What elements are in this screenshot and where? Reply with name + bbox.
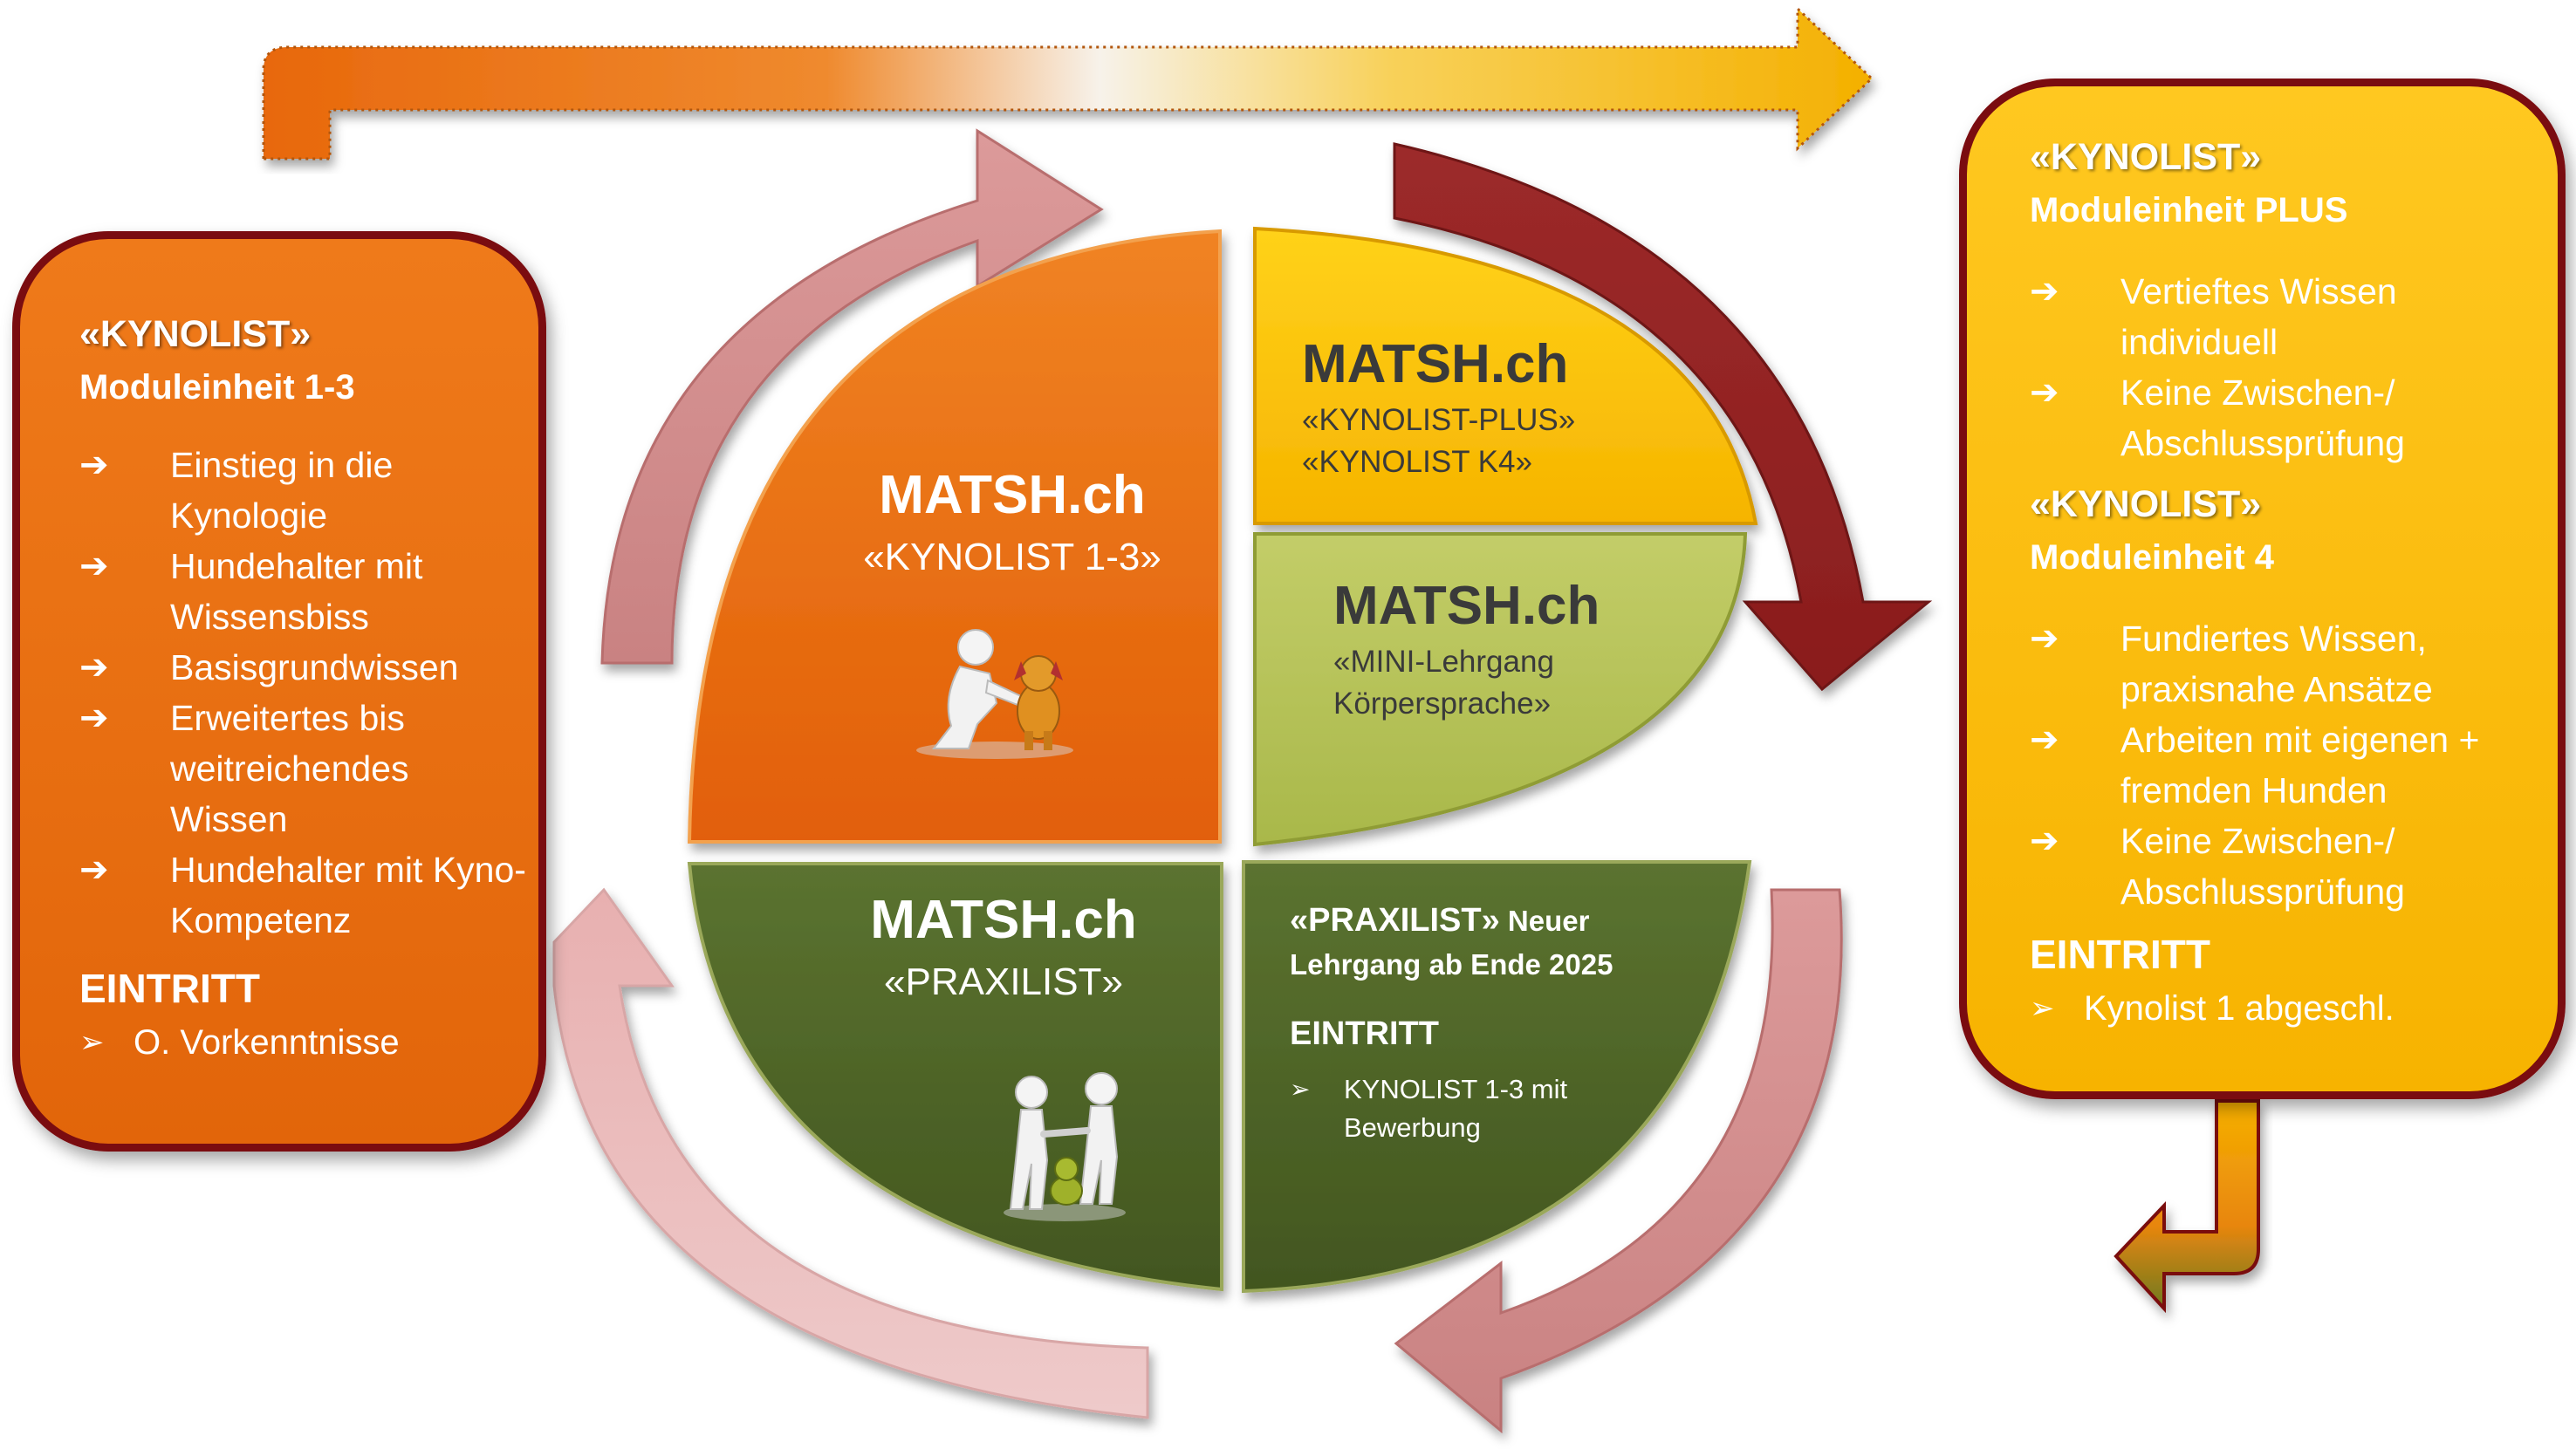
quadrant-line2: Körpersprache»: [1333, 687, 1552, 721]
right-box-eintritt: EINTRITT: [2030, 932, 2210, 977]
left-box-entry: ➢ O. Vorkenntnisse: [79, 1017, 533, 1068]
list-item-text: Fundiertes Wissen, praxisnahe Ansätze: [2120, 619, 2433, 709]
quadrant-line1: «MINI-Lehrgang: [1333, 645, 1554, 679]
praxilist-entry-text: KYNOLIST 1-3 mit Bewerbung: [1344, 1070, 1567, 1147]
list-item: ➔ Hundehalter mit Wissensbiss: [79, 541, 533, 642]
list-item-text: Erweitertes bis weitreichendes Wissen: [170, 698, 409, 839]
top-gradient-arrow: [262, 5, 1874, 161]
quadrant-top-right-yellow: [1253, 226, 1758, 525]
quadrant-top-left-orange: [687, 229, 1222, 844]
list-item-text: Einstieg in die Kynologie: [170, 445, 394, 536]
quadrant-mid-right-text: MATSH.ch «MINI-Lehrgang Körpersprache»: [1333, 571, 1700, 725]
praxilist-entry-line1: KYNOLIST 1-3 mit: [1344, 1074, 1568, 1104]
person-with-dog-icon: [916, 629, 1073, 759]
right-arrow-icon: ➔: [79, 648, 109, 687]
list-item-text: Arbeiten mit eigenen + fremden Hunden: [2120, 720, 2480, 810]
list-item-text: Vertieftes Wissen individuell: [2120, 271, 2397, 362]
list-item-text: Hundehalter mit Kyno-Kompetenz: [170, 850, 526, 940]
arrow-top-right-darkred: [1393, 142, 1933, 692]
arrow-bottom-right-pink: [1394, 888, 1843, 1434]
quadrant-subtitle: «KYNOLIST 1-3»: [863, 536, 1161, 578]
right-box-section1-list: ➔ Vertieftes Wissen individuell ➔ Keine Zw…: [2030, 266, 2553, 468]
quadrant-line2: «KYNOLIST K4»: [1302, 445, 1532, 479]
left-info-box: «KYNOLIST» Moduleinheit 1-3 ➔ Einstieg in…: [12, 231, 546, 1152]
praxilist-entry-line2: Bewerbung: [1344, 1112, 1481, 1143]
quadrant-mid-right-lime: [1253, 532, 1748, 847]
list-item: ➔ Einstieg in die Kynologie: [79, 440, 533, 541]
list-item: ➔ Hundehalter mit Kyno-Kompetenz: [79, 844, 533, 946]
left-box-list: ➔ Einstieg in die Kynologie ➔ Hundehalter …: [79, 440, 533, 946]
people-with-dog-icon: [1004, 1072, 1126, 1221]
arrow-bottom-left-lightpink: [552, 887, 1149, 1419]
quadrant-title: MATSH.ch: [879, 465, 1146, 525]
quadrant-title: MATSH.ch: [1333, 576, 1600, 636]
quadrant-title: MATSH.ch: [870, 890, 1137, 950]
left-box-eintritt: EINTRITT: [79, 966, 260, 1011]
praxilist-entry: ➢ KYNOLIST 1-3 mit Bewerbung: [1290, 1070, 1656, 1147]
list-item-text: Hundehalter mit Wissensbiss: [170, 546, 423, 637]
right-arrow-icon: ➔: [2030, 272, 2059, 311]
list-item: ➔ Keine Zwischen-/ Abschlussprüfung: [2030, 816, 2553, 917]
right-box-section2-subtitle: Moduleinheit 4: [2030, 538, 2274, 577]
quadrant-line1: «KYNOLIST-PLUS»: [1302, 403, 1576, 437]
left-box-content: «KYNOLIST» Moduleinheit 1-3 ➔ Einstieg in…: [79, 307, 533, 1068]
quadrant-top-left-text: MATSH.ch «KYNOLIST 1-3»: [785, 461, 1239, 584]
list-item: ➔ Basisgrundwissen: [79, 642, 533, 693]
triangle-bullet-icon: ➢: [2030, 992, 2055, 1025]
triangle-bullet-icon: ➢: [1290, 1076, 1311, 1103]
praxilist-heading: «PRAXILIST» Neuer: [1290, 899, 1656, 943]
left-box-subtitle: Moduleinheit 1-3: [79, 368, 355, 407]
praxilist-heading-name: «PRAXILIST»: [1290, 902, 1500, 939]
right-arrow-icon: ➔: [79, 699, 109, 737]
list-item: ➔ Keine Zwischen-/ Abschlussprüfung: [2030, 367, 2553, 468]
list-item: ➔ Vertieftes Wissen individuell: [2030, 266, 2553, 367]
list-item-text: Keine Zwischen-/ Abschlussprüfung: [2120, 821, 2405, 912]
right-box-section2-title: «KYNOLIST»: [2030, 483, 2262, 525]
list-item-text: Keine Zwischen-/ Abschlussprüfung: [2120, 373, 2405, 463]
right-box-section1-subtitle: Moduleinheit PLUS: [2030, 191, 2348, 229]
list-item: ➔ Fundiertes Wissen, praxisnahe Ansätze: [2030, 613, 2553, 714]
list-item: ➔ Arbeiten mit eigenen + fremden Hunden: [2030, 714, 2553, 816]
list-item-text: Basisgrundwissen: [170, 647, 459, 687]
right-info-box: «KYNOLIST» Moduleinheit PLUS ➔ Vertieftes…: [1959, 79, 2566, 1099]
arrow-top-left-pink: [600, 128, 1104, 665]
quadrant-subtitle: «PRAXILIST»: [884, 960, 1123, 1003]
entry-text: Kynolist 1 abgeschl.: [2084, 989, 2394, 1028]
praxilist-eintritt: EINTRITT: [1290, 1015, 1439, 1052]
right-box-section2-list: ➔ Fundiertes Wissen, praxisnahe Ansätze ➔…: [2030, 613, 2553, 917]
small-exit-arrow: [2114, 1099, 2260, 1314]
quadrant-bottom-left-text: MATSH.ch «PRAXILIST»: [785, 885, 1222, 1009]
praxilist-heading-rest: Neuer: [1499, 905, 1590, 937]
right-arrow-icon: ➔: [2030, 721, 2059, 759]
right-arrow-icon: ➔: [2030, 373, 2059, 412]
list-item: ➔ Erweitertes bis weitreichendes Wissen: [79, 693, 533, 844]
quadrant-bottom-right-text: «PRAXILIST» Neuer Lehrgang ab Ende 2025 …: [1290, 899, 1656, 1147]
left-box-title: «KYNOLIST»: [79, 313, 312, 355]
right-box-content: «KYNOLIST» Moduleinheit PLUS ➔ Vertieftes…: [2030, 130, 2553, 1034]
praxilist-heading-line2: Lehrgang ab Ende 2025: [1290, 948, 1613, 981]
right-arrow-icon: ➔: [79, 547, 109, 585]
right-box-entry: ➢ Kynolist 1 abgeschl.: [2030, 983, 2553, 1034]
right-box-section1-title: «KYNOLIST»: [2030, 136, 2262, 178]
right-arrow-icon: ➔: [2030, 619, 2059, 658]
right-arrow-icon: ➔: [79, 851, 109, 889]
right-arrow-icon: ➔: [79, 446, 109, 484]
quadrant-top-right-text: MATSH.ch «KYNOLIST-PLUS» «KYNOLIST K4»: [1302, 330, 1651, 483]
triangle-bullet-icon: ➢: [79, 1026, 105, 1059]
right-arrow-icon: ➔: [2030, 822, 2059, 860]
quadrant-bottom-right-olive: [1242, 860, 1752, 1294]
entry-text: O. Vorkenntnisse: [134, 1023, 400, 1062]
quadrant-title: MATSH.ch: [1302, 334, 1569, 394]
